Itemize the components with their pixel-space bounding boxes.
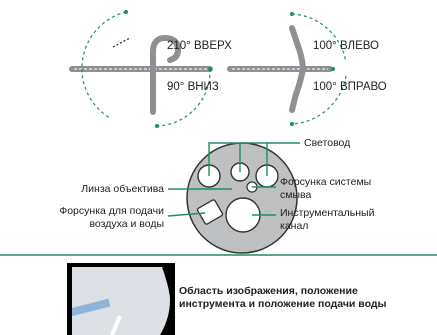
- scope-tip-up: [150, 34, 182, 72]
- scope-tip-left: [289, 25, 306, 72]
- arc-down-range: [156, 68, 211, 127]
- arc-down-end-dot: [155, 124, 159, 128]
- arc-right-end-dot: [290, 122, 294, 126]
- label-down: 90° ВНИЗ: [167, 81, 219, 93]
- label-right: 100° ВПРАВО: [313, 81, 387, 93]
- label-washer-nozzle-1: Форсунка системы: [280, 176, 372, 188]
- instrument-marker: [110, 315, 122, 335]
- arc-up-end-dot: [124, 10, 128, 14]
- label-light-guide: Световод: [304, 137, 351, 149]
- label-up: 210° ВВЕРХ: [167, 40, 232, 52]
- label-objective-lens: Линза объектива: [81, 183, 164, 195]
- water-jet-marker: [72, 298, 111, 318]
- arc-up-range: [81, 11, 127, 119]
- label-washer-nozzle-2: смыва: [280, 189, 312, 201]
- label-instrument-channel-2: канал: [280, 220, 309, 232]
- arc-right-range: [291, 75, 347, 125]
- scope-up-down: [69, 10, 213, 128]
- label-air-water-nozzle-1: Форсунка для подачи: [59, 205, 164, 217]
- arc-left-range: [291, 13, 347, 63]
- image-area-caption-2: инструмента и положение подачи воды: [179, 298, 387, 310]
- image-area-caption-1: Область изображения, положение: [179, 285, 358, 297]
- scope-tip-right: [289, 66, 306, 113]
- light-guide-bracket: [208, 142, 268, 176]
- scope-left-tip-dot: [208, 67, 212, 71]
- distal-tip-face: [167, 142, 300, 254]
- air-water-nozzle-shape: [196, 199, 224, 225]
- scope-left-right: [227, 12, 347, 126]
- label-instrument-channel-1: Инструментальный: [280, 207, 375, 219]
- image-area-view: [72, 267, 170, 335]
- image-area: [67, 263, 175, 335]
- air-water-nozzle-leader: [167, 212, 206, 217]
- up-tip-marker: [112, 37, 131, 48]
- label-air-water-nozzle-2: воздуха и воды: [89, 218, 164, 230]
- scope-right-tip-dot: [331, 67, 335, 71]
- label-left: 100° ВЛЕВО: [313, 40, 379, 52]
- arc-left-end-dot: [290, 12, 294, 16]
